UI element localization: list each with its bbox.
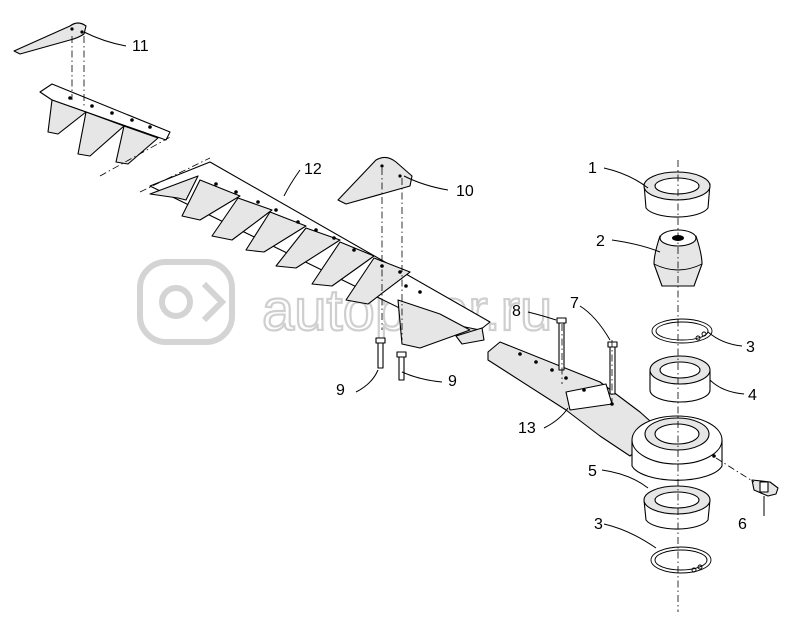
part-11-guard-plate <box>13 22 87 55</box>
part-1-bearing-cap <box>643 171 711 218</box>
part-6-grease-nipple <box>751 479 779 497</box>
callout-10: 10 <box>456 183 474 200</box>
assembly-axes <box>71 36 755 612</box>
part-8-pin <box>556 317 567 371</box>
upper-knife-bar <box>39 83 173 177</box>
part-12-knife-bar <box>139 157 491 349</box>
leader-lines <box>83 31 765 549</box>
watermark-arrow-icon <box>201 281 227 323</box>
callout-5: 5 <box>588 463 597 480</box>
watermark-badge-frame <box>137 259 235 345</box>
watermark-a-glyph <box>159 285 193 319</box>
callout-6: 6 <box>738 516 747 533</box>
part-13-knife-head-arm <box>487 341 723 481</box>
part-9-bolts <box>375 337 407 381</box>
callout-4: 4 <box>748 387 757 404</box>
part-7-pin <box>607 341 618 395</box>
part-3-snap-ring-lower <box>650 546 712 574</box>
callout-11: 11 <box>132 38 149 55</box>
callout-7: 7 <box>570 295 579 312</box>
callout-labels: 1 2 3 4 5 6 3 7 8 9 9 10 11 12 13 <box>132 38 757 533</box>
callout-1: 1 <box>588 160 597 177</box>
callout-12: 12 <box>304 161 322 178</box>
callout-2: 2 <box>596 233 605 250</box>
part-5-bearing-cap-lower <box>643 485 711 530</box>
callout-3-upper: 3 <box>746 339 755 356</box>
callout-13: 13 <box>518 420 536 437</box>
callout-8: 8 <box>512 303 521 320</box>
callout-9-right: 9 <box>448 373 457 390</box>
part-10-guard-plate <box>337 156 413 205</box>
part-4-bearing <box>649 355 711 403</box>
callout-9-left: 9 <box>336 382 345 399</box>
callout-3-lower: 3 <box>594 516 603 533</box>
part-3-snap-ring-upper <box>651 318 713 344</box>
